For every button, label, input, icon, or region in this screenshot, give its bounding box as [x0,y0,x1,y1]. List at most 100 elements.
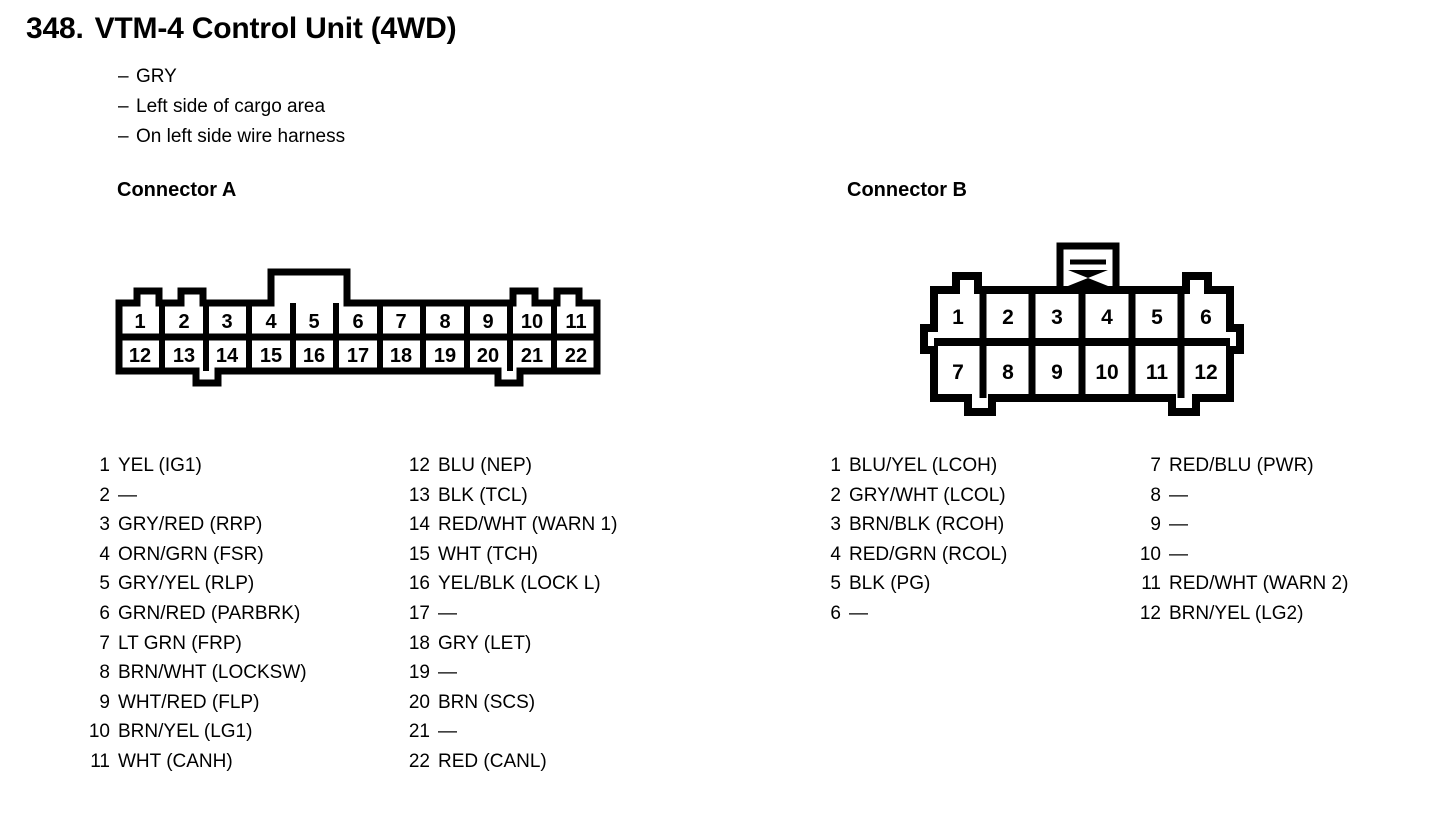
pin-description: GRY (LET) [438,632,532,654]
pin-description: RED (CANL) [438,750,547,772]
pin-number: 1 [99,455,110,476]
pin-number: 2 [830,484,841,506]
pin-list-row: 2— [80,485,307,515]
pin-number: 12 [408,455,430,476]
pin-number: 15 [408,543,430,565]
pin-description: YEL (IG1) [118,455,202,476]
pin-number: 11 [1141,573,1161,595]
connector-a-bottom-row: 12 13 14 15 16 17 18 19 20 21 22 [129,345,587,367]
pin-cell-label: 14 [216,345,239,367]
note-text: GRY [136,66,177,87]
pin-description: WHT/RED (FLP) [118,691,260,713]
pin-list-row: 6— [811,603,1007,633]
pin-cell-label: 3 [221,311,232,333]
notes-list: –GRY –Left side of cargo area –On left s… [118,62,345,152]
pin-number: 9 [99,691,110,713]
pin-description: BRN/YEL (LG2) [1169,602,1304,624]
connector-b-heading: Connector B [847,179,967,201]
pin-cell-label: 9 [482,311,493,333]
pin-cell-label: 9 [1051,361,1063,384]
pin-cell-label: 6 [1200,306,1212,329]
pin-cell-label: 18 [390,345,412,367]
pin-list-row: 10 BRN/YEL (LG1) [80,721,307,751]
connector-b-latch-icon [1056,242,1120,294]
pin-description: RED/WHT (WARN 2) [1169,573,1349,595]
pin-cell-label: 20 [477,345,499,367]
pin-number: 12 [1139,602,1161,624]
pin-number: 22 [408,750,430,772]
dash-marker: – [118,66,129,87]
pin-list-row: 1 YEL (IG1) [80,455,307,485]
pin-cell-label: 1 [134,311,145,333]
pin-list-row: 9 WHT/RED (FLP) [80,692,307,722]
note-item: –On left side wire harness [118,122,345,152]
pin-list-row: 11 RED/WHT (WARN 2) [1131,573,1348,603]
pin-description: — [1169,484,1188,506]
pin-cell-label: 5 [1151,306,1163,329]
note-item: –Left side of cargo area [118,92,345,122]
pin-number: 9 [1150,514,1161,536]
pin-cell-label: 15 [260,345,282,367]
pin-number: 20 [408,691,430,713]
pin-description: GRY/RED (RRP) [118,514,263,536]
pin-number: 7 [99,632,110,654]
pin-description: — [849,602,868,624]
pin-number: 3 [99,514,110,536]
pin-number: 7 [1150,455,1161,476]
pin-description: BLU (NEP) [438,455,532,476]
pin-description: LT GRN (FRP) [118,632,242,654]
pin-number: 3 [830,514,841,536]
page-title: 348.VTM-4 Control Unit (4WD) [26,12,457,46]
pin-description: BRN/WHT (LOCKSW) [118,662,307,684]
pin-description: BRN/YEL (LG1) [118,721,253,743]
pin-number: 13 [408,484,430,506]
pin-list-row: 18 GRY (LET) [400,633,617,663]
pin-number: 21 [408,721,430,743]
pin-cell-label: 17 [347,345,369,367]
note-text: On left side wire harness [136,126,346,147]
connector-b-diagram: 1 2 3 4 5 6 7 8 9 10 11 12 [920,238,1260,428]
pin-list-row: 19— [400,662,617,692]
pin-cell-label: 13 [173,345,195,367]
pin-list-row: 2 GRY/WHT (LCOL) [811,485,1007,515]
pin-description: BRN/BLK (RCOH) [849,514,1005,536]
pin-description: — [438,662,457,684]
note-text: Left side of cargo area [136,96,326,117]
pin-description: RED/BLU (PWR) [1169,455,1314,476]
pin-cell-label: 10 [521,311,543,333]
connector-b-bottom-row: 7 8 9 10 11 12 [952,361,1218,384]
pin-number: 10 [88,721,110,743]
pin-description: — [118,484,137,506]
dash-marker: – [118,126,129,147]
pin-cell-label: 22 [565,345,587,367]
pin-cell-label: 6 [352,311,363,333]
pin-number: 4 [830,543,841,565]
pin-description: GRY/WHT (LCOL) [849,484,1006,506]
pin-list-row: 3 BRN/BLK (RCOH) [811,514,1007,544]
dash-marker: – [118,96,129,117]
pin-number: 6 [99,602,110,624]
pin-description: GRN/RED (PARBRK) [118,602,301,624]
pin-cell-label: 19 [434,345,456,367]
pin-description: BLK (PG) [849,573,931,595]
pin-description: GRY/YEL (RLP) [118,573,255,595]
pin-list-row: 7 LT GRN (FRP) [80,633,307,663]
pin-description: ORN/GRN (FSR) [118,543,264,565]
pin-number: 17 [408,602,430,624]
pin-cell-label: 3 [1051,306,1063,329]
pin-number: 18 [408,632,430,654]
pin-description: RED/WHT (WARN 1) [438,514,618,536]
pin-number: 8 [99,662,110,684]
pin-description: WHT (TCH) [438,543,538,565]
pin-description: BRN (SCS) [438,691,536,713]
page-title-text: VTM-4 Control Unit (4WD) [94,12,457,45]
pin-list-row: 8 BRN/WHT (LOCKSW) [80,662,307,692]
